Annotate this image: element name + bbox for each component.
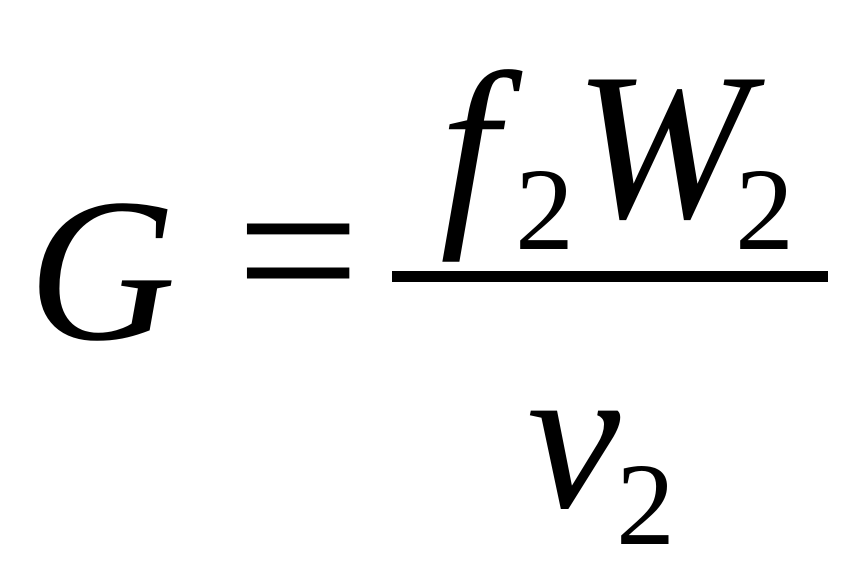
numerator-variable-w: W bbox=[574, 31, 749, 263]
fraction-bar bbox=[392, 271, 828, 282]
numerator-variable-f: f bbox=[440, 31, 499, 263]
denominator-v-subscript: 2 bbox=[616, 439, 675, 570]
equals-sign: = bbox=[236, 128, 361, 372]
numerator-f-subscript: 2 bbox=[515, 144, 574, 275]
numerator-w-subscript: 2 bbox=[735, 144, 794, 275]
denominator-variable-v: v bbox=[527, 321, 621, 553]
lhs-variable-g: G bbox=[28, 157, 177, 384]
